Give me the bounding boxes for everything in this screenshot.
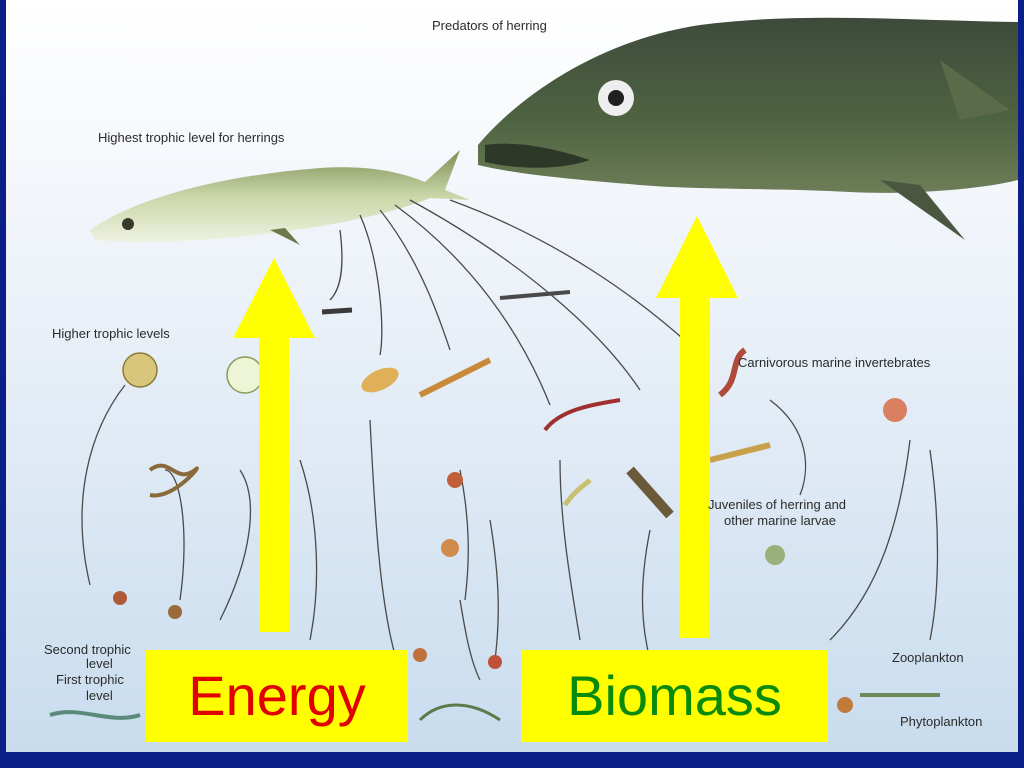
energy-text: Energy <box>188 664 366 727</box>
label-juveniles-2: other marine larvae <box>724 513 836 528</box>
label-phytoplankton: Phytoplankton <box>900 714 983 729</box>
predator-fish <box>478 17 1018 240</box>
label-second-trophic-2: level <box>86 656 113 671</box>
label-carnivorous: Carnivorous marine invertebrates <box>738 355 931 370</box>
herring-fish <box>90 150 470 245</box>
biomass-box: Biomass <box>521 650 828 742</box>
label-highest-trophic: Highest trophic level for herrings <box>98 130 285 145</box>
label-zooplankton: Zooplankton <box>892 650 964 665</box>
label-second-trophic-1: Second trophic <box>44 642 131 657</box>
label-first-trophic-2: level <box>86 688 113 703</box>
energy-box: Energy <box>146 650 408 742</box>
label-higher-trophic: Higher trophic levels <box>52 326 170 341</box>
energy-arrow <box>233 258 315 632</box>
biomass-arrow <box>656 216 738 638</box>
organisms <box>49 290 940 722</box>
label-first-trophic-1: First trophic <box>56 672 124 687</box>
biomass-text: Biomass <box>567 664 782 727</box>
label-predators: Predators of herring <box>432 18 547 33</box>
label-juveniles-1: Juveniles of herring and <box>708 497 847 512</box>
